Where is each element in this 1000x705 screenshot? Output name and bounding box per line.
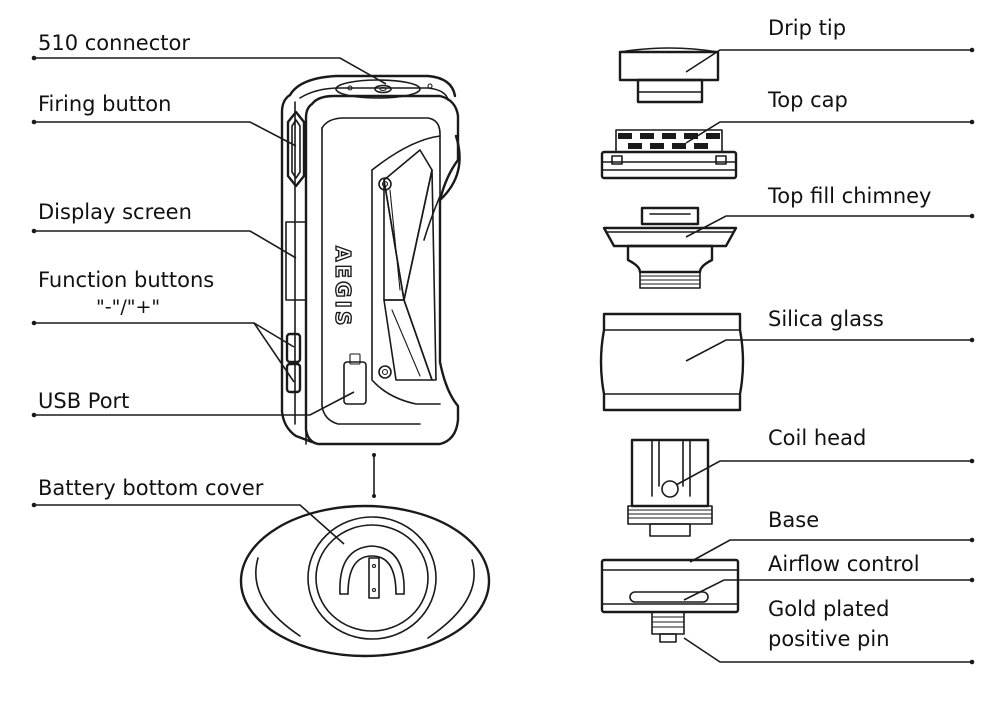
label-display-screen: Display screen [38,200,192,224]
label-silica-glass: Silica glass [768,307,884,331]
label-510-connector: 510 connector [38,31,190,55]
base-drawing [600,558,740,643]
drip-tip-drawing [618,47,720,104]
brand-mark: AEGIS [331,246,355,328]
label-function-buttons: Function buttons [38,268,215,292]
label-top-fill-chimney: Top fill chimney [768,184,932,208]
top-fill-chimney-drawing [602,206,738,289]
label-function-symbols: "-"/"+" [96,296,161,318]
label-base: Base [768,508,820,532]
label-airflow-control: Airflow control [768,552,920,576]
label-battery-bottom-cover: Battery bottom cover [38,476,264,500]
silica-glass-drawing [599,312,745,412]
battery-bottom-cover-drawing [239,504,491,658]
label-drip-tip: Drip tip [768,16,847,40]
label-coil-head: Coil head [768,426,867,450]
label-firing-button: Firing button [38,92,172,116]
coil-head-drawing [627,438,713,537]
leader-lines-left [31,55,387,545]
top-cap-drawing [600,129,738,180]
mod-body [280,74,461,446]
label-top-cap: Top cap [768,88,848,112]
leader-lines-right [675,47,975,665]
label-usb-port: USB Port [38,389,130,413]
label-gold-plated-positive-pin: Gold plated positive pin [768,597,890,651]
